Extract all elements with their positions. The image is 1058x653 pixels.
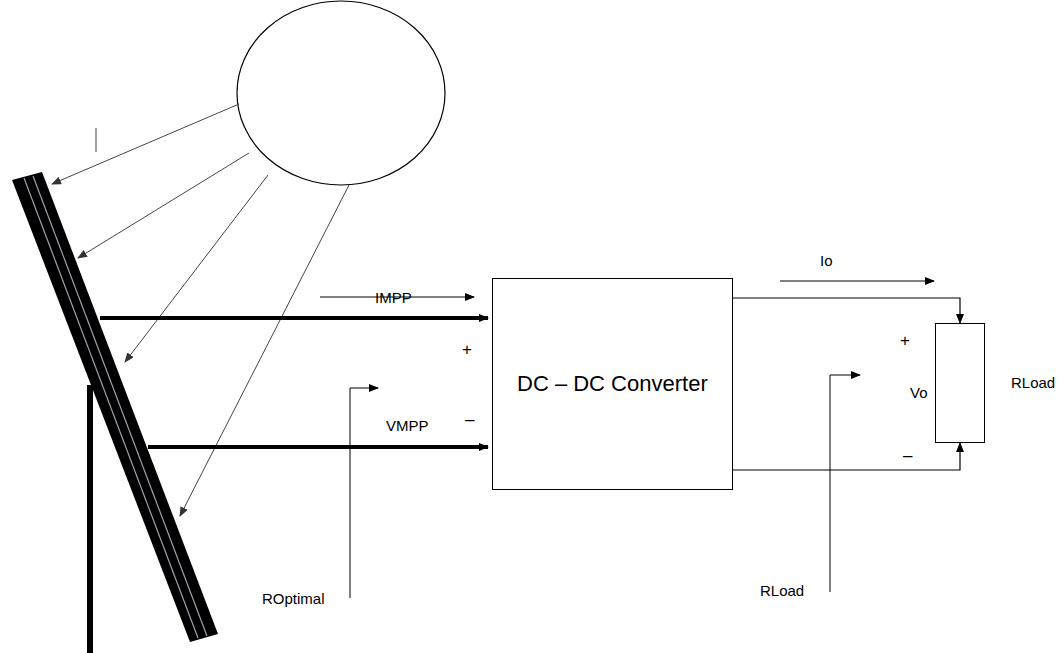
tick-mark: [96, 128, 97, 152]
converter-box: DC – DC Converter: [492, 278, 733, 490]
polarity-sign: +: [462, 340, 472, 360]
panel-wires: [100, 318, 488, 447]
resistor-label: RLoad: [1011, 374, 1055, 391]
resistance-label: RLoad: [760, 582, 804, 599]
polarity-sign: +: [900, 331, 910, 351]
current-label: Io: [820, 252, 833, 269]
resistance-label: ROptimal: [262, 590, 325, 607]
sun-circle: [237, 1, 445, 185]
output-wire: [733, 443, 960, 470]
resistor-symbol: RLoad: [935, 323, 985, 443]
output-wire: [733, 298, 960, 323]
solar-panel: [12, 172, 218, 642]
voltage-label: VMPP: [386, 417, 429, 434]
polarity-sign: –: [903, 446, 912, 466]
sun-rays: [52, 104, 349, 516]
voltage-label: Vo: [910, 384, 928, 401]
current-label: IMPP: [375, 289, 412, 306]
box-title: DC – DC Converter: [497, 369, 728, 399]
panel-pole: [87, 385, 93, 653]
polarity-sign: –: [465, 410, 474, 430]
